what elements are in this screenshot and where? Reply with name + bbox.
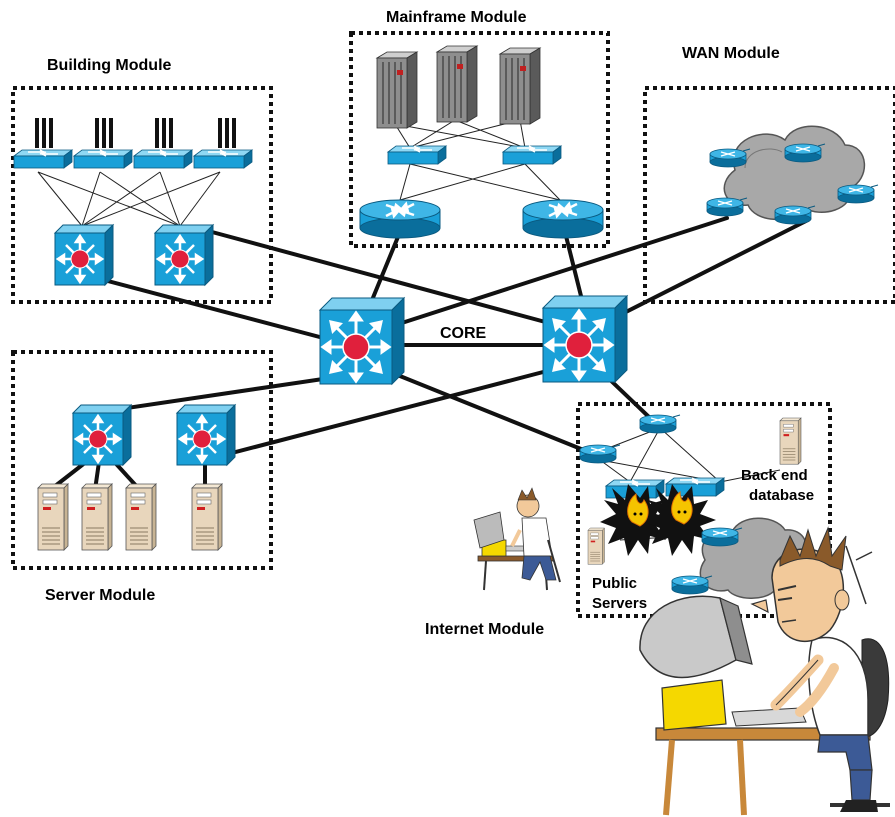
mainframe-module-label: Mainframe Module	[386, 9, 527, 26]
core-label: CORE	[440, 325, 487, 342]
wan-module-label: WAN Module	[682, 45, 780, 62]
server-tower-icon	[587, 527, 605, 565]
router-icon	[706, 197, 748, 217]
core-switch-left	[318, 296, 406, 386]
router-icon	[671, 575, 713, 595]
building-module-label: Building Module	[47, 57, 172, 74]
server-module-box	[11, 350, 273, 570]
mainframe-icon	[436, 45, 478, 123]
workgroup-switch-icon	[73, 149, 133, 169]
server-tower-icon	[779, 417, 802, 465]
server-module-label: Server Module	[45, 587, 155, 604]
internet-module-label: Internet Module	[425, 621, 544, 638]
mainframe-icon	[376, 51, 418, 129]
workgroup-switch-icon	[387, 145, 447, 165]
backend-label-line1: Back end	[741, 467, 808, 484]
person-at-computer-icon	[639, 526, 890, 816]
mainframe-icon	[499, 47, 541, 125]
workgroup-switch-icon	[133, 149, 193, 169]
person-at-computer-icon	[473, 487, 561, 591]
router-icon	[784, 143, 826, 163]
multilayer-switch-icon	[53, 223, 115, 287]
firewall-burst-icon	[600, 484, 716, 556]
multilayer-switch-icon	[71, 403, 133, 467]
router-icon	[774, 205, 816, 225]
router-icon	[579, 444, 621, 464]
router-icon	[639, 414, 681, 434]
building-module-box	[11, 86, 273, 304]
server-tower-icon	[37, 483, 69, 551]
server-tower-icon	[191, 483, 223, 551]
building-end-devices	[35, 118, 236, 148]
mainframe-module-box	[349, 31, 610, 248]
server-tower-icon	[81, 483, 113, 551]
public-servers-label-line2: Servers	[592, 595, 647, 612]
building-access-switches	[13, 149, 253, 169]
workgroup-switch-icon	[193, 149, 253, 169]
backend-label-line2: database	[749, 487, 814, 504]
public-servers-label-line1: Public	[592, 575, 637, 592]
router-icon	[521, 198, 605, 240]
router-icon	[837, 184, 879, 204]
workgroup-switch-icon	[502, 145, 562, 165]
multilayer-switch-icon	[175, 403, 237, 467]
core-switch-right	[541, 294, 629, 384]
router-icon	[709, 148, 751, 168]
router-icon	[701, 527, 743, 547]
workgroup-switch-icon	[13, 149, 73, 169]
cloud-icon	[723, 125, 866, 221]
multilayer-switch-icon	[153, 223, 215, 287]
server-tower-icon	[125, 483, 157, 551]
router-icon	[358, 198, 442, 240]
